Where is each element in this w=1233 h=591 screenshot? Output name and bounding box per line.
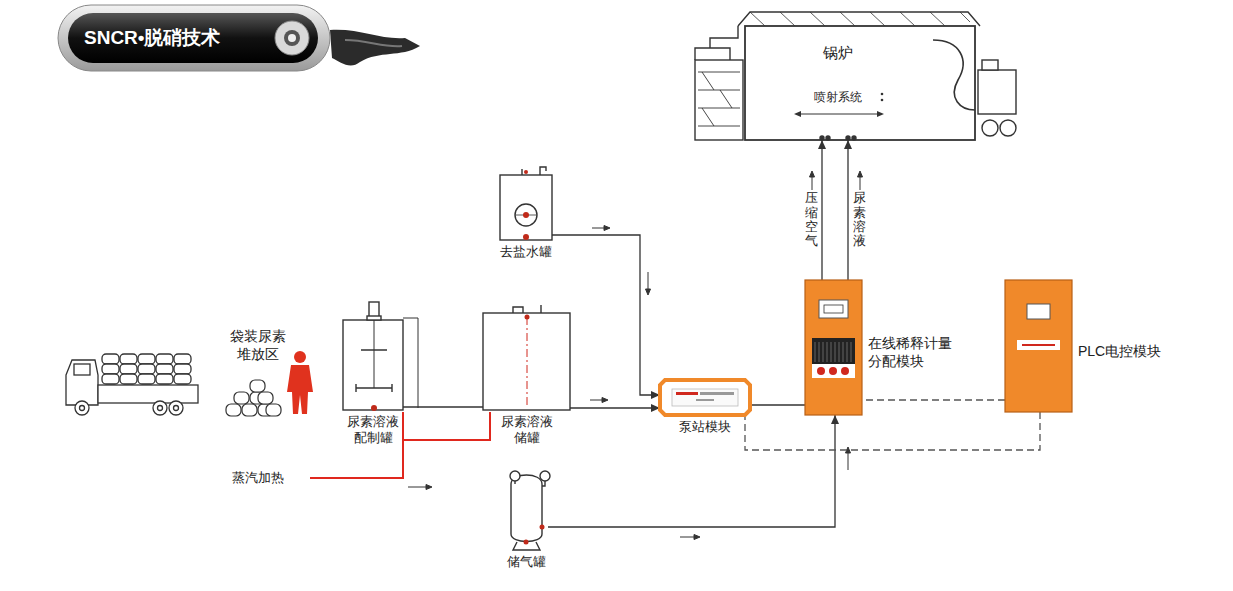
connector-line [548,415,835,527]
node-label: 尿素溶液 配制罐 [346,414,401,447]
boiler: 锅炉喷射系统 [690,10,1020,140]
worker [287,351,313,414]
urea-mixing-tank-drawing [343,320,403,410]
annotation-label: 蒸汽加热 [232,470,284,486]
urea-storage-tank-drawing [483,313,570,410]
dilution-metering-module-drawing [805,280,862,415]
control-signal-line [862,400,1005,401]
connector-line [750,404,805,405]
flow-line [548,415,839,527]
pump-station-module-drawing [660,380,750,415]
urea-storage-tank: 尿素溶液 储罐 [483,313,570,410]
node-label: 锅炉 [823,44,853,63]
boiler-drawing [690,10,1020,140]
air-storage-tank-drawing [505,470,548,550]
steam-line [310,412,490,478]
connector-line [862,399,1005,400]
title-text: SNCR•脱硝技术 [84,26,221,50]
demineralized-water-tank: 去盐水罐 [500,175,552,240]
node-label: 在线稀释计量 分配模块 [868,335,958,370]
node-label: 储气罐 [507,554,546,570]
arrowhead [831,415,839,424]
dilution-metering-module: 在线稀释计量 分配模块 [805,280,862,415]
pump-station-module: 泵站模块 [660,380,750,415]
air-storage-tank: 储气罐 [505,470,548,550]
connector-line [847,140,848,280]
truck [66,354,198,415]
plc-control-module-drawing [1005,280,1072,412]
flow-line [403,407,483,408]
connector-line [403,406,483,407]
flow-line [570,404,660,412]
flow-arrow [408,171,863,540]
arrowhead [844,140,852,149]
node-label: PLC电控模块 [1078,343,1161,361]
plc-control-module: PLC电控模块 [1005,280,1072,412]
title-badge [58,5,420,71]
demineralized-water-tank-drawing [500,175,552,240]
flow-line [818,140,826,280]
edge-label: 压缩空气 [805,191,818,248]
arrowhead [818,140,826,149]
annotation-label: 袋装尿素 堆放区 [228,328,288,363]
flow-line [750,405,805,406]
urea-bags [226,380,281,416]
node-label: 去盐水罐 [500,244,552,260]
connector-line [821,140,822,280]
urea-mixing-tank: 尿素溶液 配制罐 [343,320,403,410]
node-label: 泵站模块 [679,419,731,435]
node-label: 尿素溶液 储罐 [499,414,554,447]
connector-line [570,407,660,408]
connector-line [745,412,1040,450]
node-sublabel: 喷射系统 [814,90,862,105]
flow-line [844,140,852,280]
control-signal-line [745,412,1040,450]
edge-label: 尿素溶液 [853,191,866,248]
